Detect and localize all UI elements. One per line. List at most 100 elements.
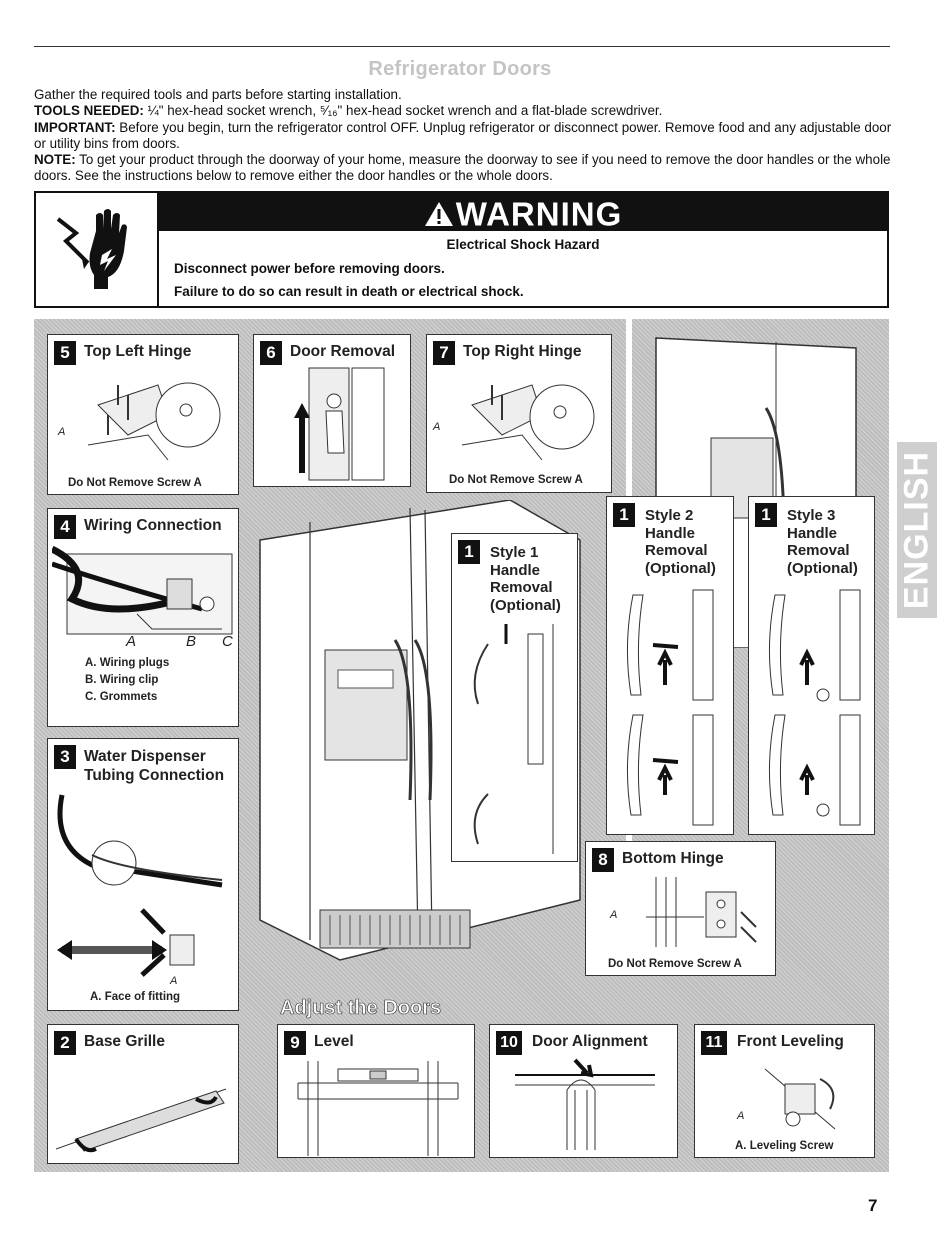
title-line: Removal <box>645 542 708 559</box>
step-title: Style 3 Handle Removal (Optional) <box>787 507 858 577</box>
step-caption: A. Leveling Screw <box>735 1140 834 1152</box>
step-title: Style 1 Handle Removal (Optional) <box>490 544 561 614</box>
warning-box: WARNING Electrical Shock Hazard Disconne… <box>34 191 889 308</box>
adjust-doors-heading: Adjust the Doors <box>280 997 442 1020</box>
title-line: Style 1 <box>490 544 539 561</box>
step-caption: Do Not Remove Screw A <box>608 958 742 970</box>
language-side-tab: ENGLISH <box>897 442 937 618</box>
step-top-left-hinge: 5 Top Left Hinge A Do Not Remove Screw A <box>47 334 239 495</box>
step-top-right-hinge: 7 Top Right Hinge A Do Not Remove Screw … <box>426 334 612 493</box>
step-title: Door Removal <box>290 343 396 360</box>
base-grille-drawing <box>56 1088 227 1153</box>
step-number: 1 <box>755 503 777 527</box>
callout-a: A <box>433 421 441 433</box>
callout-b: B <box>186 633 197 650</box>
step-title: Water Dispenser Tubing Connection <box>84 747 224 785</box>
step-number: 7 <box>433 341 455 365</box>
step-number: 4 <box>54 515 76 539</box>
step-number: 11 <box>701 1031 727 1055</box>
important-text: Before you begin, turn the refrigerator … <box>34 119 892 151</box>
step-water-dispenser: 3 Water Dispenser Tubing Connection A A.… <box>47 738 239 1011</box>
step-bottom-hinge: 8 Bottom Hinge A Do Not Remove Screw A <box>585 841 776 976</box>
step-title: Style 2 Handle Removal (Optional) <box>645 507 716 577</box>
bottom-hinge-drawing <box>646 877 757 947</box>
legend-item: C. Grommets <box>85 691 158 703</box>
intro-line: Gather the required tools and parts befo… <box>34 87 402 102</box>
warning-heading: WARNING <box>455 195 623 233</box>
title-line: Handle <box>787 524 838 542</box>
front-leveling-drawing <box>764 1068 836 1130</box>
step-title: Wiring Connection <box>84 517 222 534</box>
style3-handle-drawing <box>768 589 861 826</box>
step-number: 10 <box>496 1031 522 1055</box>
top-left-hinge-drawing <box>87 382 221 461</box>
title-line: Handle <box>490 561 541 579</box>
step-number: 8 <box>592 848 614 872</box>
step-title: Base Grille <box>84 1033 165 1050</box>
warning-line-1: Disconnect power before removing doors. <box>174 261 445 276</box>
step-number: 6 <box>260 341 282 365</box>
water-tubing-drawing <box>57 794 223 977</box>
legend-item: B. Wiring clip <box>85 674 159 686</box>
step-number: 1 <box>458 540 480 564</box>
level-drawing <box>297 1061 459 1156</box>
note-text: To get your product through the doorway … <box>34 152 891 184</box>
step-title: Level <box>314 1033 354 1050</box>
tools-label: TOOLS NEEDED: <box>34 103 144 119</box>
important-note: IMPORTANT: Before you begin, turn the re… <box>34 120 894 153</box>
step-caption: Do Not Remove Screw A <box>68 477 202 489</box>
step-number: 5 <box>54 341 76 365</box>
step-front-leveling: 11 Front Leveling A A. Leveling Screw <box>694 1024 875 1158</box>
title-line: Style 2 <box>645 507 694 524</box>
page-number: 7 <box>868 1196 878 1215</box>
callout-a: A <box>170 975 178 987</box>
tools-needed: TOOLS NEEDED: ¼" hex-head socket wrench,… <box>34 103 894 119</box>
style2-handle-drawing <box>626 589 714 826</box>
step-title: Front Leveling <box>737 1033 844 1050</box>
callout-c: C <box>222 633 233 650</box>
top-right-hinge-drawing <box>461 384 595 461</box>
step-style2-handle-removal: 1 Style 2 Handle Removal (Optional) <box>606 496 734 835</box>
step-title: Top Left Hinge <box>84 343 192 360</box>
callout-a: A <box>610 909 618 921</box>
step-title: Door Alignment <box>532 1033 648 1050</box>
side-tab-label: ENGLISH <box>897 450 936 610</box>
title-line: (Optional) <box>490 596 561 614</box>
title-line: Handle <box>645 524 696 542</box>
warning-triangle-icon <box>424 201 454 227</box>
important-label: IMPORTANT: <box>34 119 116 135</box>
note-label: NOTE: <box>34 152 76 168</box>
step-style1-handle-removal: 1 Style 1 Handle Removal (Optional) <box>451 533 578 862</box>
step-caption: Do Not Remove Screw A <box>449 474 583 486</box>
title-line: Style 3 <box>787 507 836 524</box>
intro-text: Gather the required tools and parts befo… <box>34 87 894 185</box>
title-line: Removal <box>490 579 553 596</box>
tools-text: ¼" hex-head socket wrench, ⁵⁄₁₆" hex-hea… <box>143 103 663 119</box>
wiring-drawing <box>52 545 233 635</box>
step-wiring-connection: 4 Wiring Connection A B C A. Wiring plug… <box>47 508 239 727</box>
doorway-note: NOTE: To get your product through the do… <box>34 152 894 185</box>
step-title-line-2: Tubing Connection <box>84 767 225 784</box>
step-number: 9 <box>284 1031 306 1055</box>
callout-a: A <box>58 426 66 438</box>
shock-hazard-icon-cell <box>36 193 159 306</box>
warning-banner: WARNING <box>159 193 887 233</box>
step-caption: A. Face of fitting <box>90 991 181 1003</box>
step-door-alignment: 10 Door Alignment <box>489 1024 678 1158</box>
page-title: Refrigerator Doors <box>368 58 552 80</box>
door-alignment-drawing <box>515 1058 655 1150</box>
legend-item: A. Wiring plugs <box>85 657 170 669</box>
top-rule <box>34 46 890 47</box>
title-line: (Optional) <box>787 559 858 577</box>
callout-a: A <box>126 633 137 650</box>
step-title-line-1: Water Dispenser <box>84 748 206 765</box>
step-title: Bottom Hinge <box>622 850 724 867</box>
step-title: Top Right Hinge <box>463 343 582 360</box>
warning-hazard-title: Electrical Shock Hazard <box>446 237 600 252</box>
step-number: 1 <box>613 503 635 527</box>
warning-line-2: Failure to do so can result in death or … <box>174 284 524 299</box>
electric-shock-hand-icon <box>56 209 127 289</box>
callout-a: A <box>737 1110 745 1122</box>
style1-handle-drawing <box>473 624 554 854</box>
step-door-removal: 6 Door Removal <box>253 334 411 487</box>
